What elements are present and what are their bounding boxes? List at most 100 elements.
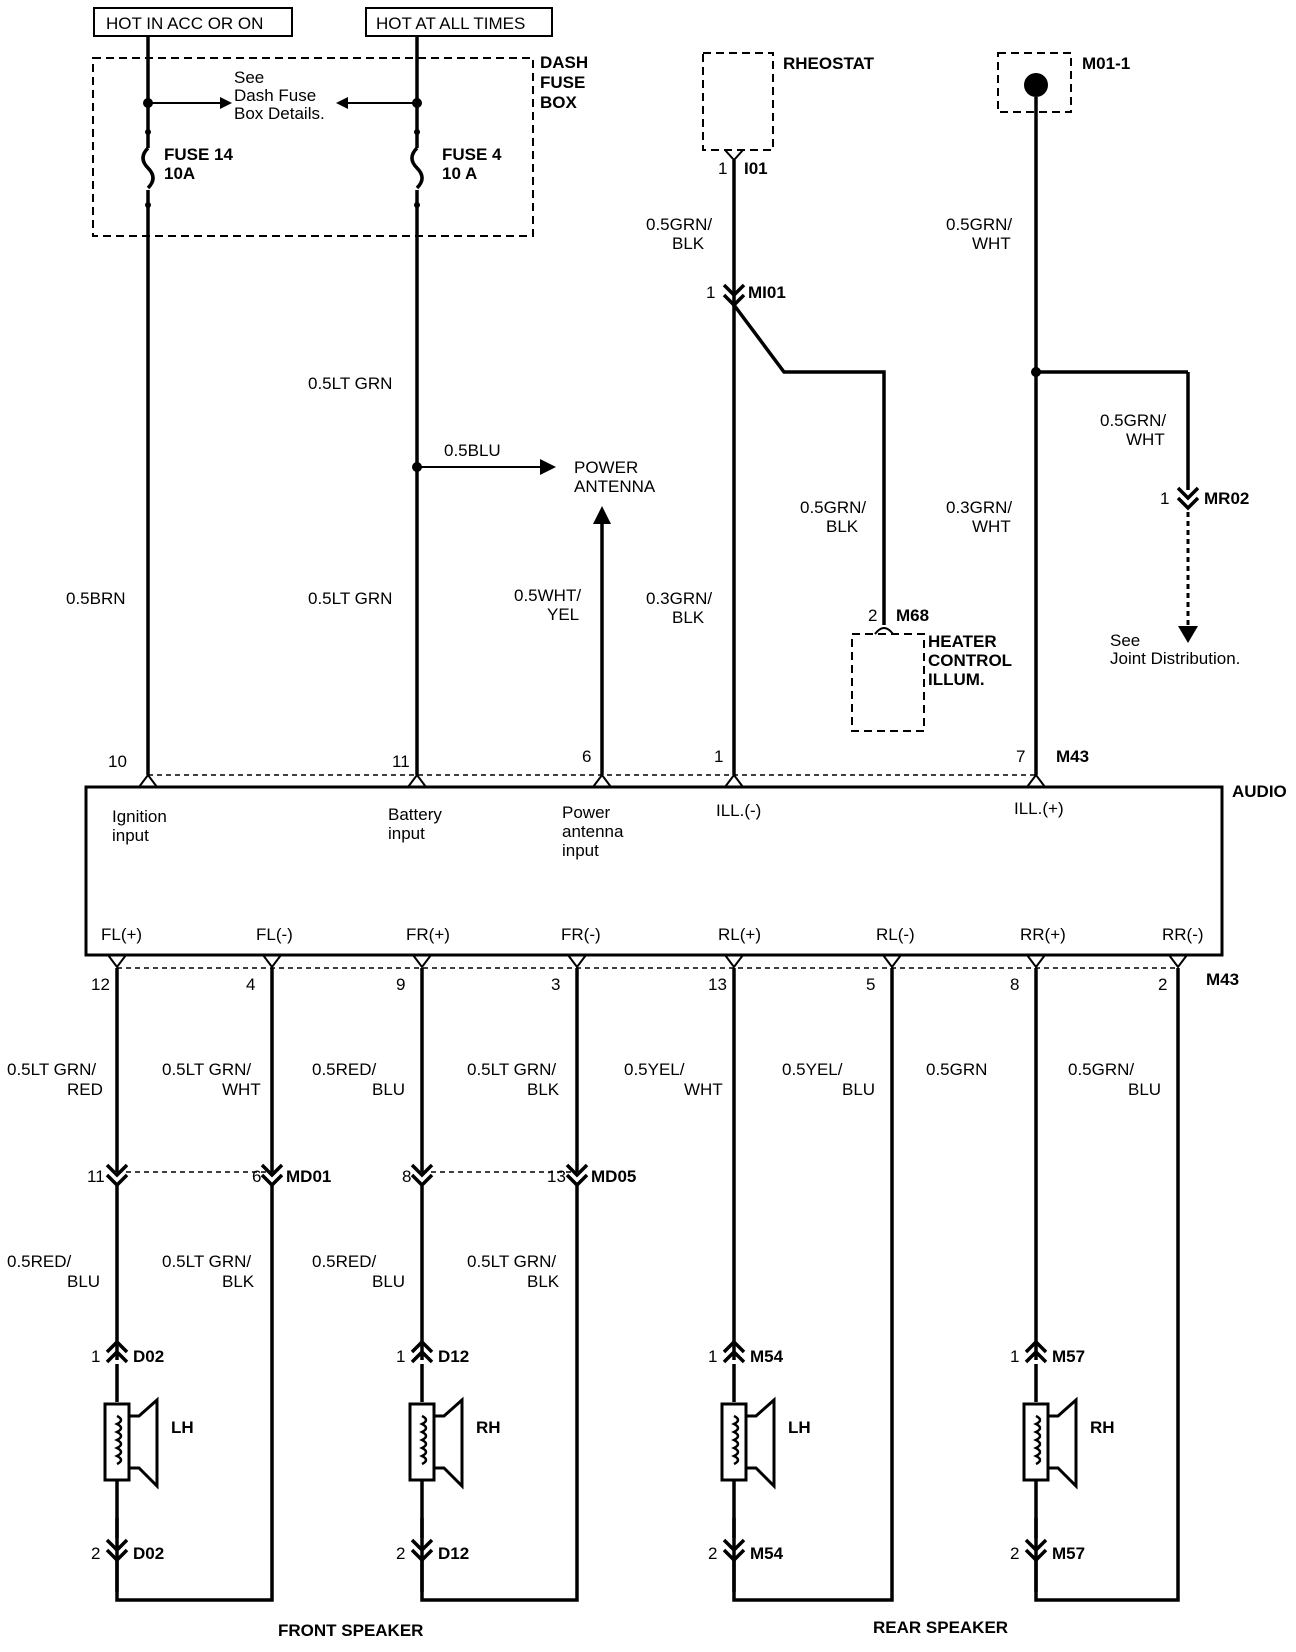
connector-name: D12 <box>438 1544 469 1563</box>
pin-number: 3 <box>551 975 560 994</box>
battery-wire <box>336 36 556 775</box>
wire-label: 0.5RED/ <box>312 1060 377 1079</box>
heater-control-illum-box <box>851 633 925 732</box>
connector-chevron <box>1024 1349 1048 1364</box>
arrow-up-icon <box>593 506 611 524</box>
wire-label: BLU <box>372 1080 405 1099</box>
arrow-right-icon <box>540 459 556 475</box>
wire-label-grnblk-mid-1: 0.5GRN/ <box>800 498 866 517</box>
pin-number: 1 <box>91 1347 100 1366</box>
heater-label-3: ILLUM. <box>928 670 985 689</box>
pin-number: 1 <box>708 1347 717 1366</box>
wire-label-brn: 0.5BRN <box>66 589 126 608</box>
wire-label: 0.5LT GRN/ <box>162 1252 251 1271</box>
dash-fuse-box-label-1: DASH <box>540 53 588 72</box>
wire-label: RED <box>67 1080 103 1099</box>
audio-input-label: input <box>112 826 149 845</box>
power-antenna-label-2: ANTENNA <box>574 477 656 496</box>
speaker-side-label: LH <box>788 1418 811 1437</box>
wire-label: 0.5LT GRN/ <box>467 1252 556 1271</box>
pin-number: 9 <box>396 975 405 994</box>
pin-number: 13 <box>708 975 727 994</box>
mi01-connector: MI01 <box>748 283 786 302</box>
audio-input-label: antenna <box>562 822 624 841</box>
rheostat-box <box>702 52 774 151</box>
fuse14-rating: 10A <box>164 164 195 183</box>
pin-terminal <box>412 954 432 969</box>
pin-number: 6 <box>582 747 591 766</box>
m01-box <box>997 52 1072 113</box>
connector-name: M57 <box>1052 1347 1085 1366</box>
wire-label-grnblk-03-2: BLK <box>672 608 705 627</box>
pin-terminal <box>262 954 282 969</box>
connector-name: M54 <box>750 1347 784 1366</box>
wire-label-grnblk-03-1: 0.3GRN/ <box>646 589 712 608</box>
wire-label-grnwht-branch-2: WHT <box>1126 430 1165 449</box>
pin-number: 12 <box>91 975 110 994</box>
pin-number: 4 <box>246 975 255 994</box>
front-speaker-label: FRONT SPEAKER <box>278 1621 423 1640</box>
wire-label-grnblk-top-2: BLK <box>672 234 705 253</box>
speaker-side-label: RH <box>1090 1418 1115 1437</box>
connector-name: M54 <box>750 1544 784 1563</box>
speaker-icon <box>408 1396 464 1490</box>
audio-label: AUDIO <box>1232 782 1287 801</box>
audio-input-label: Ignition <box>112 807 167 826</box>
audio-output-labels: FL(+)FL(-)FR(+)FR(-)RL(+)RL(-)RR(+)RR(-) <box>101 925 1204 944</box>
connector-name: M57 <box>1052 1544 1085 1563</box>
connector-name: MD01 <box>286 1167 331 1186</box>
pin-terminal <box>107 954 127 969</box>
wire-label: BLU <box>372 1272 405 1291</box>
fuse14-label: FUSE 14 <box>164 145 234 164</box>
connector-chevron <box>1024 1339 1048 1354</box>
pin-number: 8 <box>402 1167 411 1186</box>
pin-terminal <box>407 773 427 788</box>
wire-label: 0.5LT GRN/ <box>7 1060 96 1079</box>
wire-label: BLU <box>1128 1080 1161 1099</box>
mi01-pin: 1 <box>706 283 715 302</box>
power-antenna-wire <box>593 506 611 775</box>
ill-plus-wire <box>1031 97 1200 775</box>
return-wire <box>1034 1560 1180 1602</box>
power-antenna-label-1: POWER <box>574 458 638 477</box>
m43-top-connector: M43 <box>1056 747 1089 766</box>
wire-label-grnblk-mid-2: BLK <box>826 517 859 536</box>
pin-number: 11 <box>392 752 410 771</box>
wire-label-ltgrn-bot: 0.5LT GRN <box>308 589 392 608</box>
connector-chevron <box>722 1339 746 1354</box>
m43-bottom-connector: M43 <box>1206 970 1239 989</box>
pin-terminal <box>724 954 744 969</box>
mr02-connector: MR02 <box>1204 489 1249 508</box>
connector-chevron <box>410 1538 434 1553</box>
wire-label-grnblk-top-1: 0.5GRN/ <box>646 215 712 234</box>
wire-label: BLK <box>527 1272 560 1291</box>
pin-terminal <box>1026 954 1046 969</box>
speaker-side-label: LH <box>171 1418 194 1437</box>
pin-number: 10 <box>108 752 127 771</box>
pin-number: 2 <box>1158 975 1167 994</box>
audio-input-label: Battery <box>388 805 442 824</box>
connector-chevron <box>1024 1538 1048 1553</box>
connector-chevron <box>410 1339 434 1354</box>
pin-terminal <box>724 773 744 788</box>
pin-terminal <box>138 773 158 788</box>
wire-label-grnwht-03-1: 0.3GRN/ <box>946 498 1012 517</box>
connector-chevron <box>410 1349 434 1364</box>
return-wire <box>115 1560 274 1602</box>
m01-label: M01-1 <box>1082 54 1130 73</box>
dash-fuse-box-label-2: FUSE <box>540 73 585 92</box>
wire-label-grnwht-top-2: WHT <box>972 234 1011 253</box>
svg-text:HOT IN ACC OR ON: HOT IN ACC OR ON <box>106 14 263 33</box>
i01-pin: 1 <box>718 159 727 178</box>
pin-number: 6 <box>252 1167 261 1186</box>
dash-fuse-box-outline <box>92 57 534 237</box>
see-joint-text-1: See <box>1110 631 1140 650</box>
heater-label-2: CONTROL <box>928 651 1012 670</box>
connector-name: D12 <box>438 1347 469 1366</box>
see-fuse-text-1: See <box>234 68 264 87</box>
connector-chevron <box>105 1349 129 1364</box>
audio-input-label: Power <box>562 803 611 822</box>
audio-output-label: FL(+) <box>101 925 142 944</box>
connector-chevron <box>105 1173 129 1188</box>
